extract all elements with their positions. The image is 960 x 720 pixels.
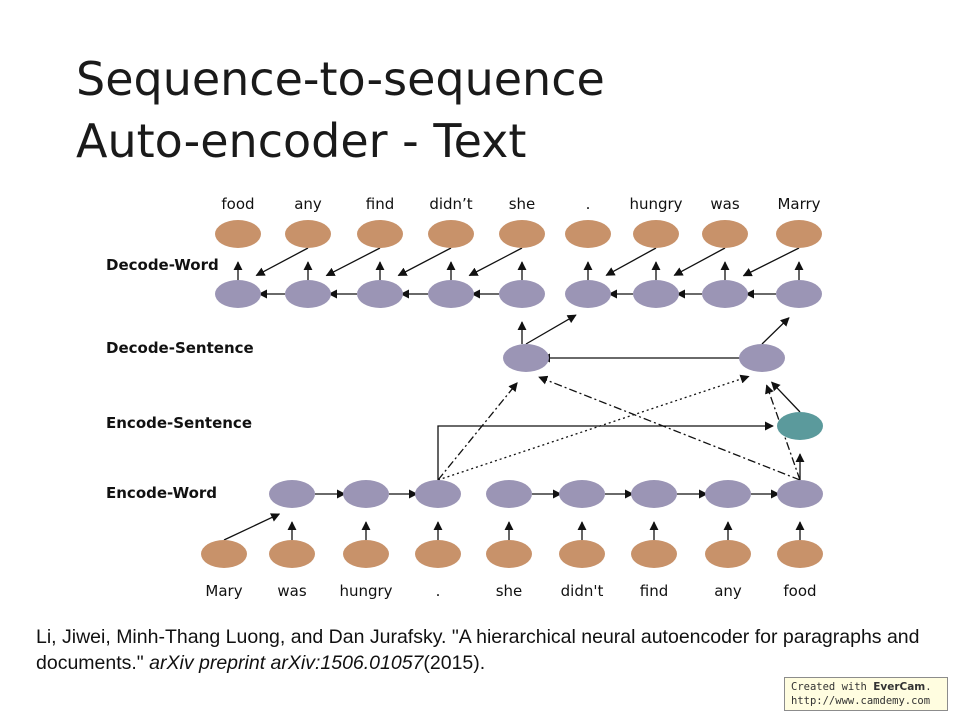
citation-year: (2015). (423, 652, 486, 674)
encode-word-node (705, 480, 751, 508)
slide-title: Sequence-to-sequence Auto-encoder - Text (76, 48, 605, 172)
decode-word-node (428, 280, 474, 308)
encode-sentence-node (777, 412, 823, 440)
layer-label-decode-word: Decode-Word (106, 256, 219, 274)
decode-word-node (633, 280, 679, 308)
input-word-node (415, 540, 461, 568)
output-word-node (285, 220, 331, 248)
output-feedback-edge (468, 247, 523, 277)
citation-venue: arXiv preprint arXiv:1506.01057 (149, 652, 424, 674)
sentence-to-decoder-edge (771, 381, 801, 413)
input-word-node (486, 540, 532, 568)
output-feedback-edge (605, 247, 657, 276)
evercam-watermark[interactable]: Created with EverCam. http://www.camdemy… (784, 677, 948, 711)
output-word-label: food (221, 195, 254, 213)
dashed-cross-edge (437, 374, 750, 481)
slide-title-line2: Auto-encoder - Text (76, 114, 527, 168)
encode-word-node (631, 480, 677, 508)
output-word-node (776, 220, 822, 248)
encode-word-node (343, 480, 389, 508)
watermark-suffix: . (925, 681, 932, 693)
encode-word-node (269, 480, 315, 508)
output-feedback-edge (255, 247, 309, 277)
decode-word-node (499, 280, 545, 308)
output-word-label: any (294, 195, 322, 213)
watermark-brand: EverCam (873, 681, 926, 693)
decode-sentence-node (503, 344, 549, 372)
output-word-label: didn’t (429, 195, 472, 213)
input-word-node (777, 540, 823, 568)
decode-word-node (776, 280, 822, 308)
diagram-labels: Decode-WordDecode-SentenceEncode-Sentenc… (106, 195, 821, 600)
output-word-node (499, 220, 545, 248)
layer-label-encode-word: Encode-Word (106, 484, 217, 502)
input-word-node (705, 540, 751, 568)
input-word-label: Mary (205, 582, 242, 600)
input-word-label: find (640, 582, 668, 600)
encode-word-node (486, 480, 532, 508)
decode-word-node (565, 280, 611, 308)
input-word-node (201, 540, 247, 568)
watermark-prefix: Created with (791, 681, 874, 693)
hierarchical-autoencoder-diagram: Decode-WordDecode-SentenceEncode-Sentenc… (106, 195, 823, 600)
input-word-label: didn't (561, 582, 604, 600)
output-word-node (357, 220, 403, 248)
sentence-to-word-decoder-edge (525, 314, 577, 345)
input-to-encode-edge (223, 513, 281, 541)
dashed-cross-edge (437, 382, 518, 481)
sentence-to-word-decoder-edge (761, 317, 790, 345)
input-word-node (559, 540, 605, 568)
output-word-label: Marry (777, 195, 820, 213)
encode-word-node (415, 480, 461, 508)
sentence-end-to-encoder-edge (437, 421, 774, 480)
input-word-label: she (496, 582, 523, 600)
input-word-label: any (714, 582, 742, 600)
decode-word-node (285, 280, 331, 308)
decode-sentence-node (739, 344, 785, 372)
output-feedback-edge (325, 247, 381, 277)
input-word-node (631, 540, 677, 568)
citation-authors-title: Li, Jiwei, Minh-Thang Luong, and Dan Jur… (36, 626, 920, 674)
output-word-node (633, 220, 679, 248)
decode-word-node (702, 280, 748, 308)
output-word-label: find (366, 195, 394, 213)
layer-label-encode-sentence: Encode-Sentence (106, 414, 252, 432)
output-word-label: hungry (629, 195, 682, 213)
watermark-url[interactable]: http://www.camdemy.com (791, 695, 931, 707)
input-word-label: . (436, 582, 441, 600)
output-feedback-edge (397, 247, 452, 277)
layer-label-decode-sentence: Decode-Sentence (106, 339, 254, 357)
output-word-node (428, 220, 474, 248)
decode-word-node (215, 280, 261, 308)
decode-word-node (357, 280, 403, 308)
dashed-cross-edge (538, 375, 801, 481)
encode-word-node (559, 480, 605, 508)
input-word-label: food (783, 582, 816, 600)
output-word-node (565, 220, 611, 248)
citation: Li, Jiwei, Minh-Thang Luong, and Dan Jur… (36, 624, 936, 676)
output-word-label: was (710, 195, 739, 213)
output-word-label: . (586, 195, 591, 213)
output-feedback-edge (673, 247, 726, 276)
output-feedback-edge (742, 247, 800, 277)
output-word-node (215, 220, 261, 248)
input-word-label: was (277, 582, 306, 600)
input-word-node (343, 540, 389, 568)
input-word-node (269, 540, 315, 568)
output-word-label: she (509, 195, 536, 213)
slide-title-line1: Sequence-to-sequence (76, 52, 605, 106)
encode-word-node (777, 480, 823, 508)
input-word-label: hungry (339, 582, 392, 600)
diagram-nodes (201, 220, 823, 568)
output-word-node (702, 220, 748, 248)
